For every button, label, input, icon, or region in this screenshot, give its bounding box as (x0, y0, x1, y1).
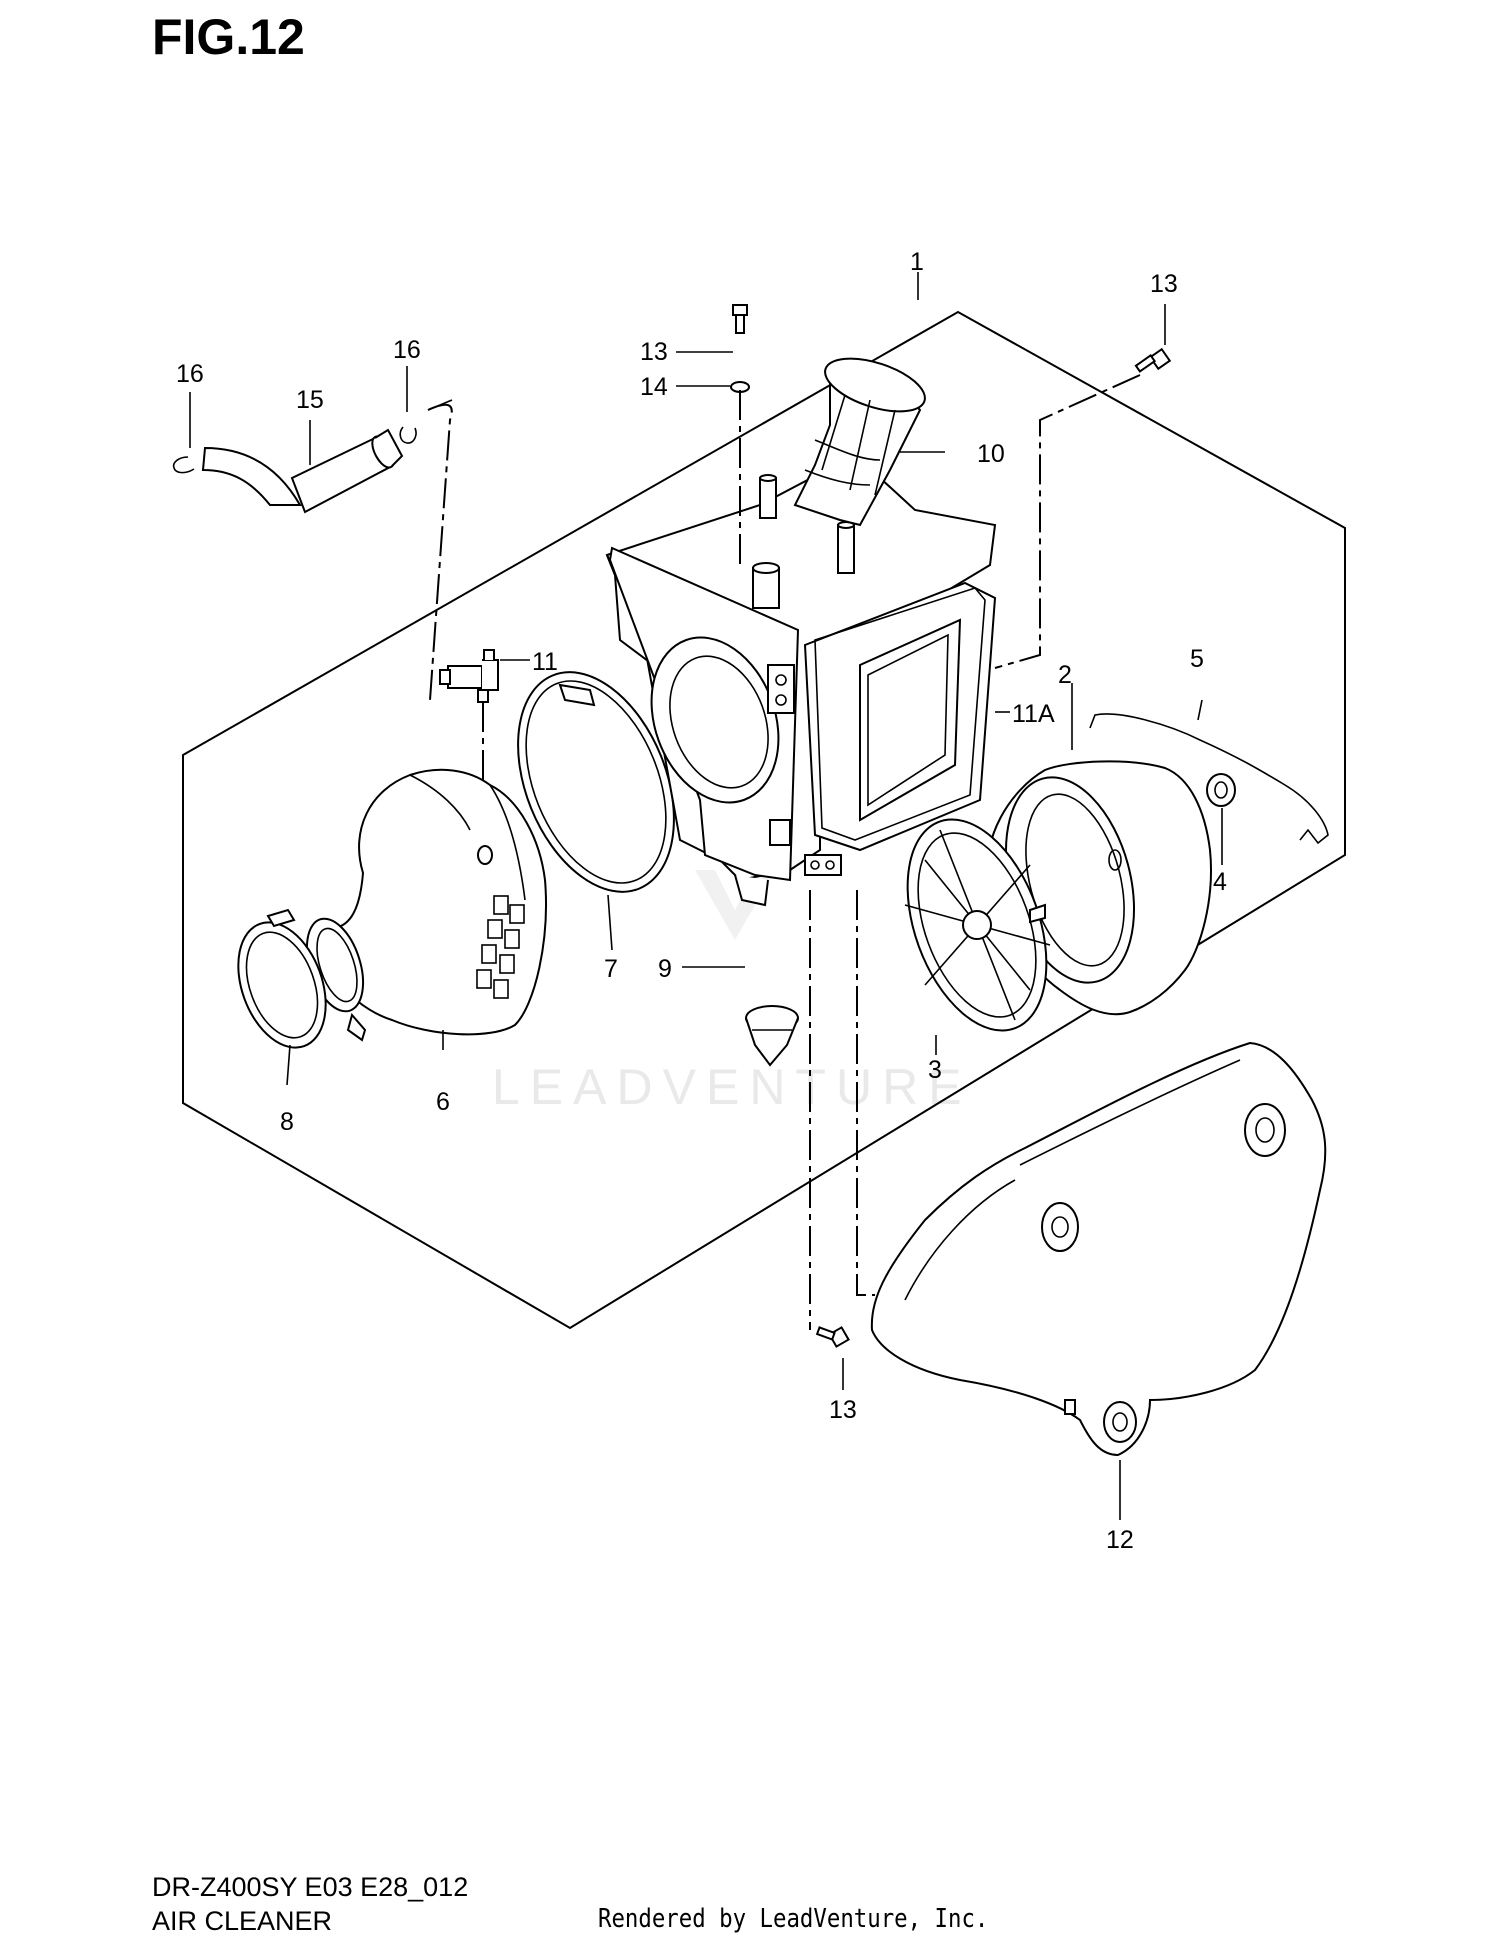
callout-15: 15 (296, 386, 324, 414)
callout-13-top-right: 13 (1150, 270, 1178, 298)
hose-clip-left (172, 456, 195, 474)
bolt-bottom (815, 1326, 850, 1348)
callout-14: 14 (640, 373, 668, 401)
leader-lines (189, 272, 1223, 1520)
callout-10: 10 (977, 440, 1005, 468)
side-cover (870, 1041, 1327, 1457)
callout-12: 12 (1106, 1526, 1134, 1554)
wire-clip (1089, 713, 1329, 845)
callout-4: 4 (1213, 868, 1227, 896)
bolt-top (732, 304, 748, 334)
callout-8: 8 (280, 1108, 294, 1136)
callout-11a: 11A (1012, 700, 1055, 728)
callout-16-right: 16 (393, 336, 421, 364)
callout-11: 11 (532, 648, 558, 676)
drain-plug (745, 1005, 799, 1067)
figure-title: FIG.12 (152, 9, 305, 65)
callout-16-left: 16 (176, 360, 204, 388)
intake-hose (305, 768, 547, 1042)
hose-clamp (237, 908, 327, 1049)
inlet-duct (793, 357, 926, 527)
model-code: DR-Z400SY E03 E28_012 (152, 1872, 469, 1902)
callout-2: 2 (1058, 661, 1072, 689)
hose-clip-right (399, 426, 417, 444)
callout-7: 7 (604, 955, 618, 983)
element-cage (904, 818, 1051, 1032)
bolt-top-right (1134, 347, 1172, 373)
section-name: AIR CLEANER (152, 1906, 333, 1936)
assembly-boundary-box (182, 310, 1346, 1330)
callout-labels: 1 2 3 4 5 6 7 8 9 10 11 11A 12 13 13 13 … (176, 248, 1227, 1554)
breather-joint (439, 649, 499, 703)
callout-6: 6 (436, 1088, 450, 1116)
case-clamp (517, 671, 675, 893)
air-cleaner-case (605, 453, 997, 907)
washer (1206, 773, 1236, 807)
rendered-by-credit: Rendered by LeadVenture, Inc. (598, 1904, 989, 1934)
callout-9: 9 (658, 955, 672, 983)
callout-13-top: 13 (640, 338, 668, 366)
callout-13-bottom: 13 (829, 1396, 857, 1424)
watermark-text: LEADVENTURE (492, 1059, 972, 1115)
callout-3: 3 (928, 1056, 942, 1084)
case-seal (803, 581, 997, 852)
breather-hose (201, 428, 404, 514)
callout-5: 5 (1190, 645, 1204, 673)
callout-1: 1 (910, 248, 924, 276)
